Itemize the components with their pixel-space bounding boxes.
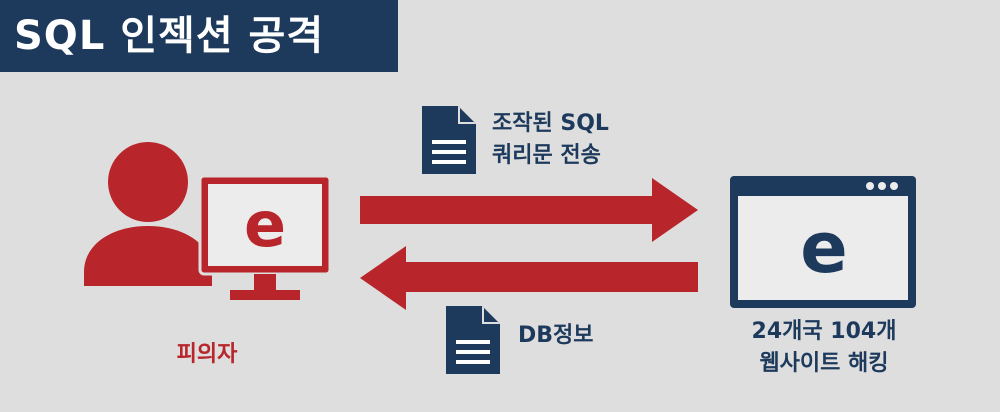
monitor-stand bbox=[254, 274, 276, 290]
target-label-line1: 24개국 104개 bbox=[751, 319, 897, 344]
minimize-icon bbox=[866, 182, 874, 190]
request-label: 조작된 SQL 쿼리문 전송 bbox=[492, 108, 609, 172]
window-e-glyph: e bbox=[800, 207, 847, 289]
document-icon bbox=[422, 106, 476, 174]
request-label-line1: 조작된 SQL bbox=[492, 111, 609, 136]
attacker-label: 피의자 bbox=[176, 342, 238, 367]
monitor-e-glyph: e bbox=[244, 188, 286, 261]
response-label: DB정보 bbox=[518, 323, 594, 348]
right-arrow-icon bbox=[360, 178, 698, 242]
maximize-icon bbox=[878, 182, 886, 190]
person-head-icon bbox=[108, 142, 188, 222]
monitor-screen bbox=[208, 184, 322, 266]
close-icon bbox=[890, 182, 898, 190]
page-title: SQL 인젝션 공격 bbox=[0, 0, 398, 72]
person-body-icon bbox=[84, 226, 212, 286]
target-label: 24개국 104개 웹사이트 해킹 bbox=[706, 316, 942, 380]
target-label-line2: 웹사이트 해킹 bbox=[759, 351, 889, 376]
monitor-base bbox=[230, 290, 300, 300]
attacker-figure: e bbox=[84, 142, 332, 300]
request-label-line2: 쿼리문 전송 bbox=[492, 143, 601, 168]
left-arrow-icon bbox=[360, 246, 698, 310]
document-icon bbox=[446, 306, 500, 374]
browser-window-icon: e bbox=[730, 176, 916, 308]
